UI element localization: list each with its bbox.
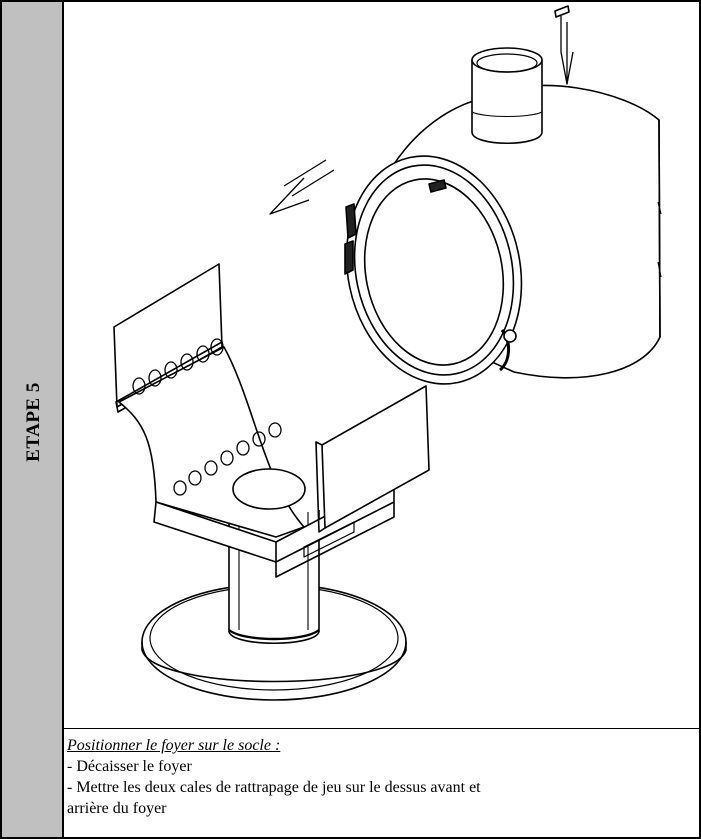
instruction-line: - Mettre les deux cales de rattrapage de… bbox=[67, 779, 481, 796]
arrow-left-icon bbox=[269, 159, 335, 215]
instruction-line: arrière du foyer bbox=[67, 800, 167, 817]
step-content-cell: Positionner le foyer sur le socle : - Dé… bbox=[62, 0, 701, 839]
step-side-column: ETAPE 5 bbox=[0, 0, 64, 839]
arrow-down-icon bbox=[554, 5, 574, 85]
step-label: ETAPE 5 bbox=[23, 382, 44, 462]
instruction-line: - Décaisser le foyer bbox=[67, 758, 192, 775]
door-icon bbox=[344, 155, 523, 385]
cradle-frame-icon bbox=[113, 263, 430, 578]
instructions-heading: Positionner le foyer sur le socle : bbox=[67, 737, 281, 754]
assembly-illustration bbox=[113, 5, 662, 701]
instructions-block: Positionner le foyer sur le socle : - Dé… bbox=[64, 728, 699, 837]
pedestal-base-icon bbox=[141, 510, 407, 701]
